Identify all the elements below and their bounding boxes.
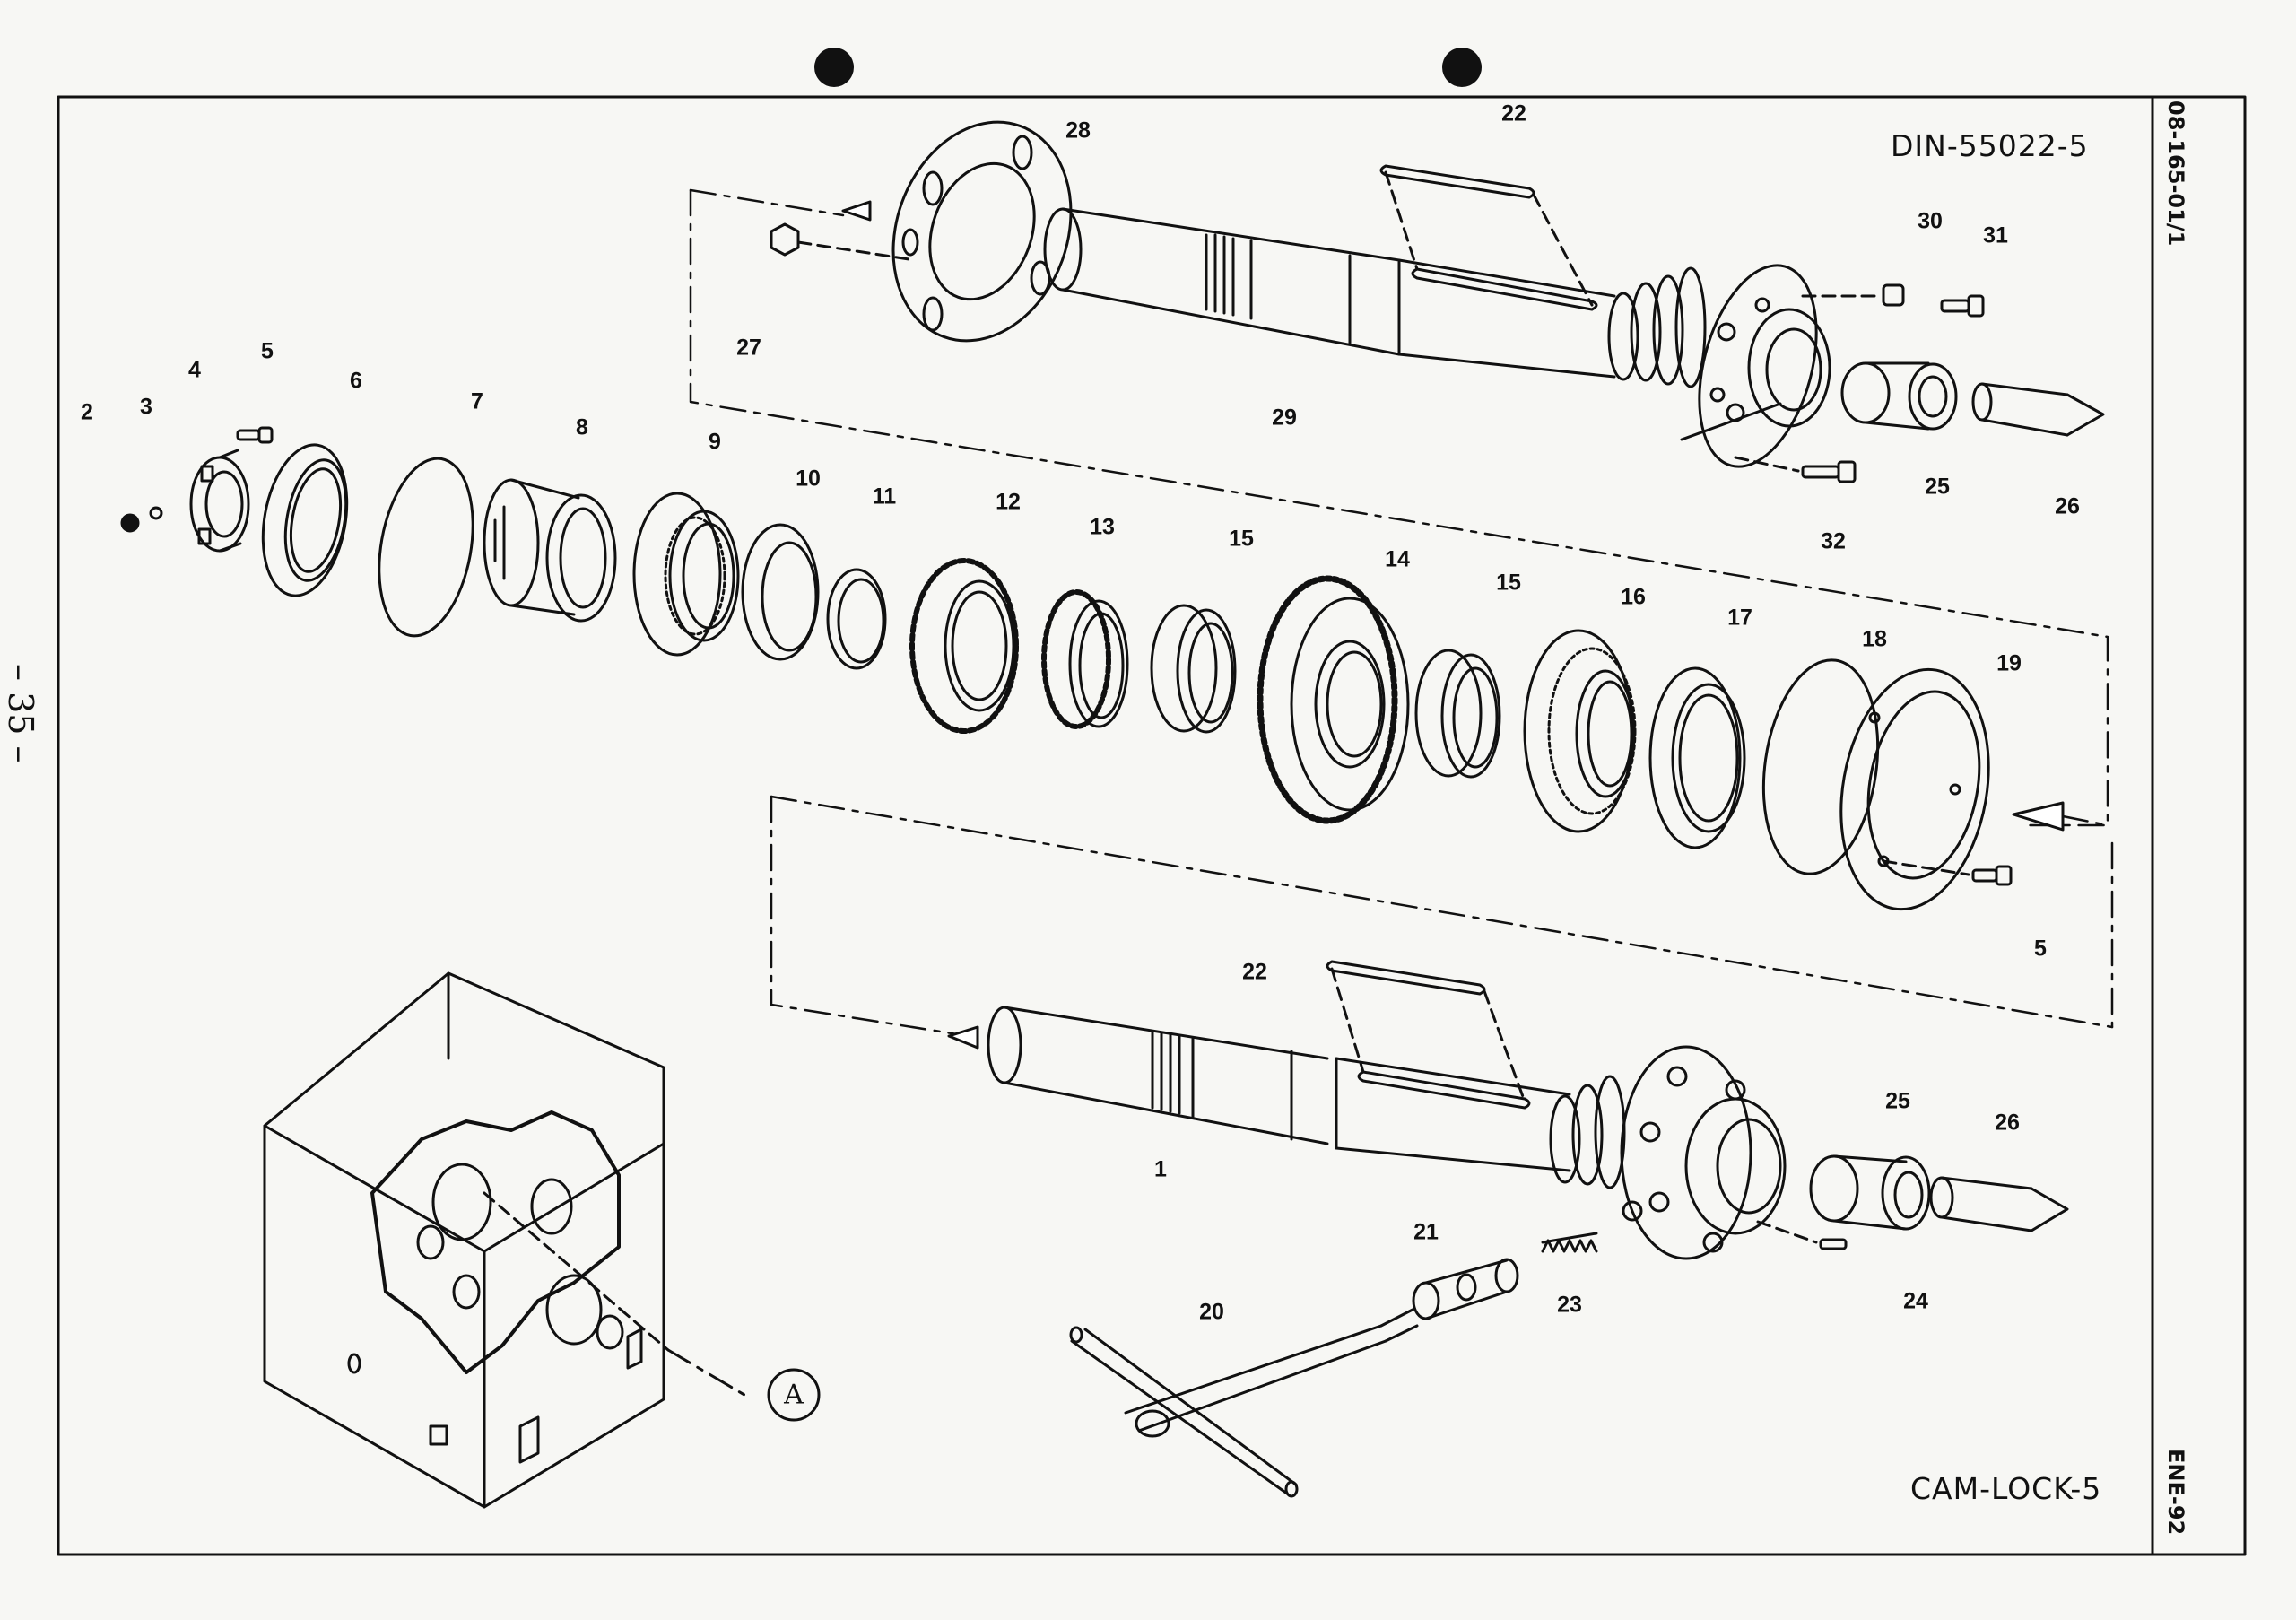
part-label-26-top: 26 (2055, 493, 2080, 519)
spacer-10 (741, 523, 820, 661)
part-label-26-bottom: 26 (1995, 1110, 2020, 1136)
bolt-27 (770, 222, 917, 262)
screw-5-right (1882, 859, 2013, 886)
seal-17 (1648, 666, 1746, 849)
part-label-22-bottom: 22 (1242, 959, 1267, 985)
part-label-22-top: 22 (1501, 100, 1526, 126)
gear-13 (1041, 589, 1129, 729)
o-ring-7 (378, 457, 474, 638)
part-label-28: 28 (1065, 118, 1091, 144)
o-ring-18 (1761, 658, 1880, 875)
part-label-6: 6 (350, 368, 362, 394)
screw-32 (1734, 456, 1857, 483)
bearing-cover-6 (261, 443, 349, 597)
binder-hole-icon (814, 48, 854, 87)
nut-4 (189, 449, 250, 553)
bearing-16 (1523, 629, 1637, 833)
sleeve-25-bottom (1809, 1154, 1931, 1231)
gear-12 (909, 558, 1019, 734)
page-number: – 35 – (1, 664, 40, 763)
screw-5-left (236, 426, 274, 444)
part-label-30: 30 (1918, 208, 1943, 234)
bearing-9 (632, 492, 740, 657)
detail-a-circle (767, 1368, 821, 1422)
screw-2 (120, 513, 140, 533)
part-label-14: 14 (1385, 546, 1410, 572)
part-label-15-left: 15 (1229, 526, 1254, 552)
cover-19 (1839, 667, 1990, 911)
spacer-15-right (1414, 649, 1501, 779)
screw-31 (1940, 294, 1985, 318)
part-label-25-bottom: 25 (1885, 1088, 1910, 1114)
part-label-32: 32 (1821, 528, 1846, 554)
part-label-15-right: 15 (1496, 570, 1521, 596)
washer-3 (149, 506, 163, 520)
cam-21 (1412, 1258, 1519, 1320)
gear-14 (1257, 575, 1410, 824)
spindle-29 (1043, 207, 1831, 468)
part-label-18: 18 (1862, 626, 1887, 652)
drawing-code: 08-165-01/1 (2163, 100, 2188, 247)
part-label-19: 19 (1996, 650, 2022, 676)
center-26-top (1971, 382, 2105, 437)
sleeve-8 (483, 478, 617, 623)
part-label-13: 13 (1090, 514, 1115, 540)
part-label-7: 7 (471, 388, 483, 414)
spacer-15-left (1150, 604, 1237, 734)
part-label-4: 4 (188, 357, 201, 383)
part-label-29: 29 (1272, 405, 1297, 431)
part-label-10: 10 (796, 466, 821, 492)
part-label-1: 1 (1154, 1156, 1167, 1182)
headstock-housing (263, 971, 821, 1509)
sleeve-25-top (1840, 361, 1958, 431)
key-22-top (1379, 164, 1594, 307)
part-label-5-right: 5 (2034, 936, 2047, 962)
part-label-11: 11 (872, 483, 897, 510)
part-label-9: 9 (709, 429, 721, 455)
part-label-12: 12 (996, 489, 1021, 515)
part-label-24: 24 (1903, 1288, 1928, 1314)
center-26-bottom (1929, 1176, 2069, 1232)
key-22-bottom (1326, 960, 1526, 1103)
bottom-envelope-dashed (770, 795, 970, 1038)
top-envelope-dashed (689, 188, 2109, 827)
part-label-23: 23 (1557, 1292, 1582, 1318)
arrow-marker (947, 1025, 979, 1050)
flange-28 (891, 120, 1073, 343)
part-label-27: 27 (736, 335, 761, 361)
title-cam-lock: CAM-LOCK-5 (1910, 1471, 2102, 1506)
part-label-16: 16 (1621, 584, 1646, 610)
part-label-5-left: 5 (261, 338, 274, 364)
detail-callout-a: A (784, 1379, 804, 1411)
part-label-2: 2 (81, 399, 93, 425)
part-label-31: 31 (1983, 222, 2008, 248)
screw-30 (1801, 283, 1905, 307)
binder-hole-icon (1442, 48, 1482, 87)
spring-23 (1541, 1232, 1598, 1253)
snap-ring-11 (826, 568, 887, 670)
part-label-20: 20 (1199, 1299, 1224, 1325)
spindle-1 (987, 1006, 1787, 1260)
part-label-17: 17 (1727, 605, 1752, 631)
part-label-21: 21 (1413, 1219, 1439, 1245)
part-label-8: 8 (576, 414, 588, 440)
t-wrench-20 (1069, 1308, 1419, 1498)
title-din: DIN-55022-5 (1891, 128, 2089, 163)
part-label-25-top: 25 (1925, 474, 1950, 500)
arrow-marker (841, 200, 872, 222)
drawing-frame (57, 95, 2247, 1556)
part-label-3: 3 (140, 394, 152, 420)
side-code-bottom: ENE-92 (2163, 1449, 2188, 1536)
pin-24 (1756, 1220, 1848, 1250)
